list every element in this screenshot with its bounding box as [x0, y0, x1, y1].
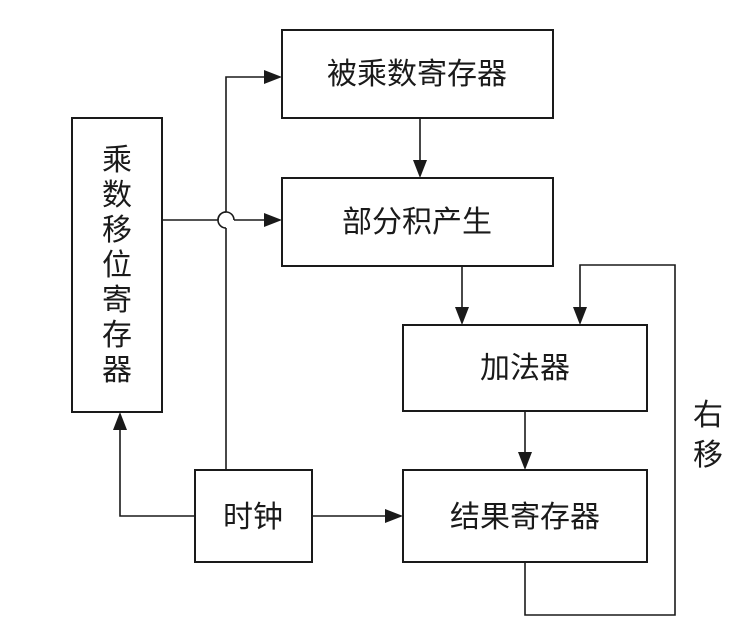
arrow-multiplicand-to-partial-product — [413, 118, 427, 178]
right-shift-label: 右 移 — [693, 398, 723, 473]
arrow-adder-to-result-register — [518, 411, 532, 470]
right-shift-char-1: 右 — [693, 398, 723, 433]
multiplicand-register-block: 被乘数寄存器 — [281, 29, 554, 119]
adder-label: 加法器 — [480, 351, 570, 386]
arrow-result-feedback-right-shift — [524, 264, 676, 616]
clock-box — [194, 469, 313, 563]
arrow-clock-to-multiplicand-register — [217, 70, 282, 470]
clock-block: 时钟 — [194, 469, 313, 563]
adder-block: 加法器 — [402, 324, 648, 412]
partial-product-box — [281, 177, 554, 267]
arrow-clock-to-result-register — [312, 509, 403, 523]
result-register-box — [402, 469, 648, 563]
adder-box — [402, 324, 648, 412]
multiplier-shift-register-box — [71, 117, 163, 413]
multiplier-shift-register-char-3: 移 — [102, 213, 132, 248]
multiplicand-register-box — [281, 29, 554, 119]
partial-product-label: 部分积产生 — [342, 205, 492, 240]
multiplier-shift-register-char-2: 数 — [102, 178, 132, 213]
result-register-label: 结果寄存器 — [450, 500, 600, 535]
arrow-partial-product-to-adder — [455, 266, 469, 325]
multiplier-shift-register-char-1: 乘 — [102, 143, 132, 178]
multiplier-shift-register-char-5: 寄 — [102, 283, 132, 318]
multiplicand-register-label: 被乘数寄存器 — [327, 57, 507, 92]
multiplier-shift-register-block: 乘 数 移 位 寄 存 器 — [71, 117, 163, 413]
multiplier-shift-register-char-6: 存 — [102, 318, 132, 353]
arrow-multiplier-to-partial-product — [162, 211, 282, 227]
arrow-clock-to-multiplier-register — [113, 412, 195, 517]
partial-product-block: 部分积产生 — [281, 177, 554, 267]
right-shift-char-2: 移 — [693, 438, 723, 473]
multiplier-shift-register-char-7: 器 — [102, 353, 132, 388]
multiplier-shift-register-char-4: 位 — [102, 248, 132, 283]
clock-label: 时钟 — [223, 500, 283, 535]
result-register-block: 结果寄存器 — [402, 469, 648, 563]
